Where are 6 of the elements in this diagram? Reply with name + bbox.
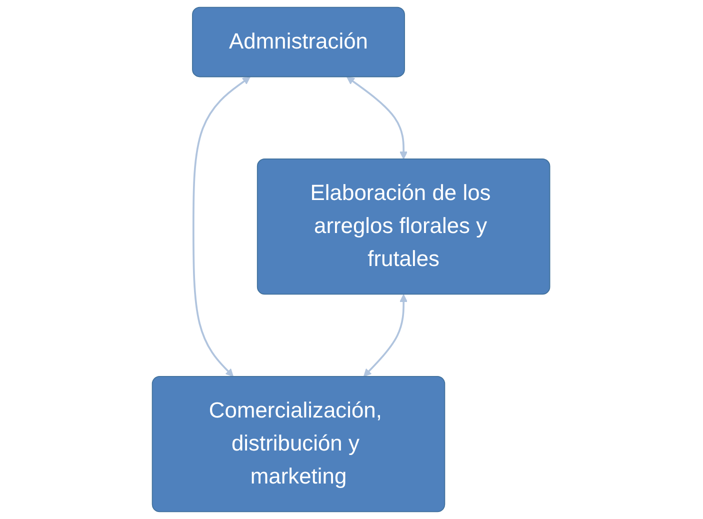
node-box: Elaboración de los arreglos florales y frutales — [257, 158, 551, 295]
node-box: Admnistración — [192, 6, 406, 78]
arrow — [192, 76, 251, 377]
arrow — [347, 76, 408, 160]
arrow — [364, 294, 408, 377]
node-box: Comercialización, distribución y marketing — [152, 376, 446, 512]
